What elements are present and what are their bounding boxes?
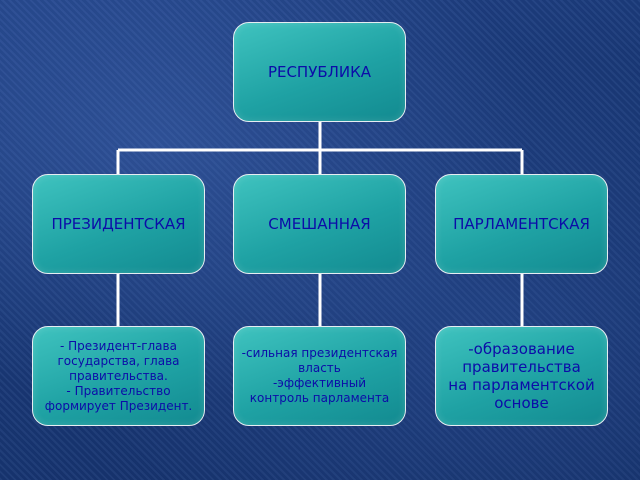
root-label: РЕСПУБЛИКА	[267, 63, 372, 81]
mixed-label: СМЕШАННАЯ	[268, 215, 371, 233]
presidential-label: ПРЕЗИДЕНТСКАЯ	[51, 215, 186, 233]
node-parliamentary: ПАРЛАМЕНТСКАЯ	[435, 174, 608, 274]
node-mixed-description: -сильная президентская власть -эффективн…	[233, 326, 406, 426]
presidential-description-text: - Президент-глава государства, глава пра…	[44, 338, 193, 413]
node-parliamentary-description: -образование правительства на парламентс…	[435, 326, 608, 426]
node-mixed: СМЕШАННАЯ	[233, 174, 406, 274]
parliamentary-label: ПАРЛАМЕНТСКАЯ	[453, 215, 590, 233]
root-node-republic: РЕСПУБЛИКА	[233, 22, 406, 122]
parliamentary-description-text: -образование правительства на парламентс…	[448, 340, 595, 412]
mixed-description-text: -сильная президентская власть -эффективн…	[241, 346, 398, 405]
node-presidential-description: - Президент-глава государства, глава пра…	[32, 326, 205, 426]
node-presidential: ПРЕЗИДЕНТСКАЯ	[32, 174, 205, 274]
